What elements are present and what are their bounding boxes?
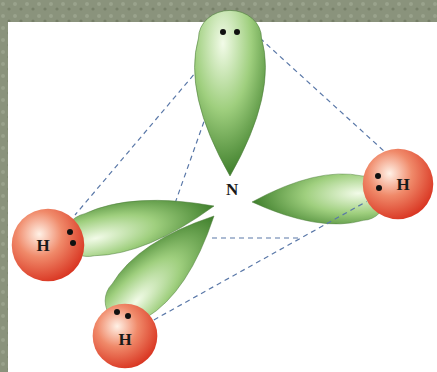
hydrogen-atom: H (11, 208, 85, 282)
lone-pair-dots (220, 29, 240, 35)
hydrogen-atom: H (92, 303, 158, 369)
sp3-lobes (59, 10, 386, 337)
atom-symbol: H (396, 176, 409, 193)
atom-symbol: H (118, 331, 131, 348)
tetrahedron-edge (154, 202, 367, 320)
atom-symbol: N (226, 181, 238, 198)
atom-symbol: H (36, 237, 49, 254)
hydrogen-atom: H (362, 148, 434, 220)
